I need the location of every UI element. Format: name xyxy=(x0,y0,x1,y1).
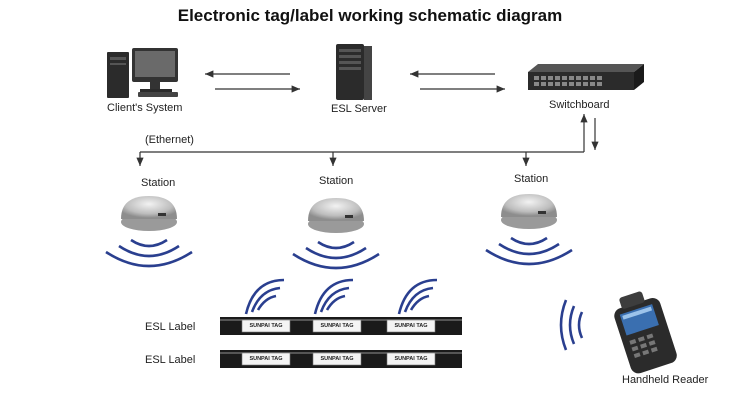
esl-label-row-1: ESL Label xyxy=(145,321,196,333)
tag-2-waves-icon xyxy=(313,278,354,315)
tag-3-waves-icon xyxy=(397,278,438,315)
station-1-label: Station xyxy=(141,177,176,189)
tag-text: SUNPAI TAG xyxy=(394,356,428,362)
station-1-icon xyxy=(121,196,177,231)
client-computer-icon xyxy=(107,48,178,98)
switchboard-label: Switchboard xyxy=(549,99,610,111)
station-3-label: Station xyxy=(514,173,549,185)
handheld-waves-icon xyxy=(559,299,584,351)
switchboard-icon xyxy=(528,64,644,90)
station-3-icon xyxy=(501,194,557,229)
esl-server-label: ESL Server xyxy=(331,103,387,115)
station-2-icon xyxy=(308,198,364,233)
station-2-label: Station xyxy=(319,175,354,187)
esl-server-icon xyxy=(336,44,372,100)
tag-text: SUNPAI TAG xyxy=(394,323,428,329)
station-1-waves-icon xyxy=(105,238,193,268)
esl-label-row-2: ESL Label xyxy=(145,354,196,366)
tag-text: SUNPAI TAG xyxy=(320,323,354,329)
handheld-reader-icon xyxy=(614,291,677,374)
esl-strip-2 xyxy=(220,350,462,368)
station-2-waves-icon xyxy=(292,240,380,270)
tag-text: SUNPAI TAG xyxy=(320,356,354,362)
handheld-reader-label: Handheld Reader xyxy=(622,374,709,386)
tag-text: SUNPAI TAG xyxy=(249,323,283,329)
client-system-label: Client's System xyxy=(107,102,183,114)
ethernet-label: (Ethernet) xyxy=(145,134,194,146)
tag-text: SUNPAI TAG xyxy=(249,356,283,362)
station-3-waves-icon xyxy=(485,236,573,266)
esl-strip-1 xyxy=(220,317,462,335)
tag-1-waves-icon xyxy=(244,278,285,315)
diagram-title: Electronic tag/label working schematic d… xyxy=(177,6,563,25)
